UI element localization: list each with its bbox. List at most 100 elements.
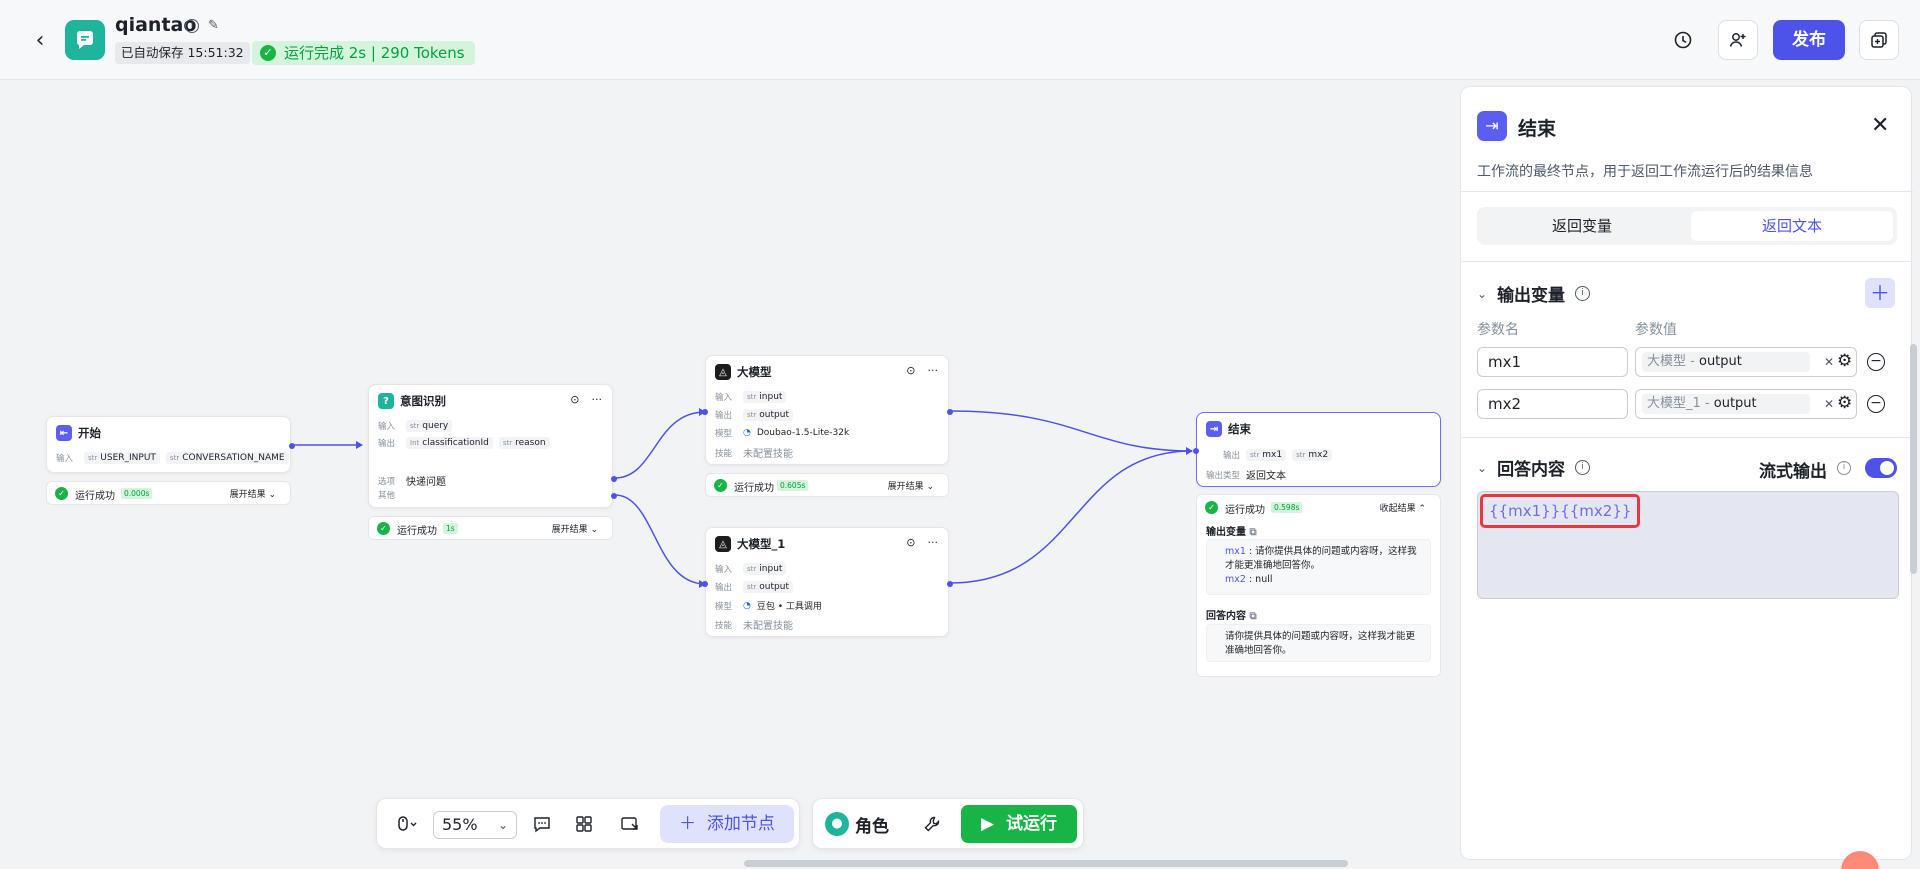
- expand-result-button[interactable]: 展开结果 ⌄: [887, 482, 934, 492]
- answer-section[interactable]: ⌄ 回答内容 i: [1477, 455, 1591, 480]
- node-tools: ⊙ ···: [906, 364, 938, 377]
- param-value-input[interactable]: 大模型_1 - output ✕: [1635, 389, 1857, 419]
- model-icon: ◔: [743, 600, 751, 611]
- duration-badge: 1s: [443, 523, 458, 534]
- duration-badge: 0.000s: [121, 488, 153, 499]
- remove-param-icon[interactable]: −: [1867, 395, 1885, 413]
- publish-button[interactable]: 发布: [1773, 20, 1845, 60]
- info-icon[interactable]: i: [185, 19, 199, 33]
- horizontal-scrollbar[interactable]: [744, 860, 1348, 867]
- variable-ref-chip: 大模型 - output ✕: [1642, 352, 1834, 372]
- param-value-input[interactable]: 大模型 - output ✕: [1635, 347, 1857, 377]
- input-port[interactable]: [702, 409, 708, 415]
- node-llm-header: ◬ 大模型: [715, 364, 772, 380]
- back-arrow-icon[interactable]: ‹: [35, 27, 45, 53]
- more-icon[interactable]: ···: [927, 536, 939, 549]
- node-title: 大模型_1: [737, 537, 786, 551]
- remove-param-icon[interactable]: −: [1867, 353, 1885, 371]
- output-vars-section[interactable]: ⌄ 输出变量 i: [1477, 281, 1591, 306]
- zoom-select[interactable]: 55% ⌄: [433, 811, 517, 839]
- try-run-button[interactable]: ▶ 试运行: [961, 805, 1077, 843]
- collapse-result-button[interactable]: 收起结果 ⌃: [1379, 504, 1426, 514]
- stream-output-toggle[interactable]: [1865, 458, 1897, 478]
- more-icon[interactable]: ···: [927, 364, 939, 377]
- other-port[interactable]: [611, 493, 617, 499]
- input-port[interactable]: [702, 581, 708, 587]
- layout-grid-icon[interactable]: [567, 809, 601, 839]
- clear-icon[interactable]: ✕: [1823, 355, 1834, 369]
- close-icon[interactable]: ✕: [1871, 113, 1890, 138]
- edit-icon[interactable]: ✎: [208, 18, 219, 33]
- app-name: qiantao: [115, 14, 197, 36]
- settings-gear-icon[interactable]: ⚙: [1837, 351, 1853, 371]
- run-node-icon[interactable]: ⊙: [570, 393, 580, 406]
- add-variable-button[interactable]: ＋: [1865, 278, 1895, 308]
- status-text: 运行成功: [397, 526, 437, 537]
- node-end-result: ✓ 运行成功 0.598s 收起结果 ⌃ 输出变量 ⧉ mx1 : 请你提供具体…: [1196, 494, 1441, 677]
- param-name-input[interactable]: mx2: [1477, 389, 1628, 419]
- expand-result-button[interactable]: 展开结果 ⌄: [229, 490, 276, 500]
- clear-icon[interactable]: ✕: [1823, 397, 1834, 411]
- tab-return-text[interactable]: 返回文本: [1691, 211, 1893, 241]
- wrench-icon[interactable]: [917, 809, 947, 839]
- tab-return-variables[interactable]: 返回变量: [1551, 217, 1612, 235]
- output-port[interactable]: [947, 581, 953, 587]
- copy-icon[interactable]: [1859, 20, 1899, 60]
- info-icon[interactable]: i: [1575, 460, 1591, 475]
- divider: [1461, 261, 1913, 262]
- intent-icon: ?: [378, 393, 394, 409]
- settings-gear-icon[interactable]: ⚙: [1837, 393, 1853, 413]
- node-model-row: 模型 ◔ 豆包 • 工具调用: [715, 600, 822, 613]
- comment-icon[interactable]: [525, 809, 559, 839]
- node-other-row: 其他: [378, 491, 396, 501]
- param-name-input[interactable]: mx1: [1477, 347, 1628, 377]
- role-button[interactable]: ● 角色: [825, 809, 889, 839]
- assistant-avatar[interactable]: [1841, 851, 1879, 869]
- info-icon[interactable]: i: [1837, 461, 1851, 475]
- collaborator-icon[interactable]: [1718, 20, 1758, 60]
- end-icon: ⇥: [1477, 111, 1507, 141]
- result-answer-box: 请你提供具体的问题或内容呀，这样我才能更准确地回答你。: [1206, 624, 1431, 662]
- run-node-icon[interactable]: ⊙: [906, 536, 916, 549]
- minimap-icon[interactable]: [613, 809, 647, 839]
- run-node-icon[interactable]: ⊙: [906, 364, 916, 377]
- mouse-mode-icon[interactable]: [387, 809, 427, 839]
- chevron-down-icon: ⌄: [497, 818, 508, 832]
- end-icon: ⇥: [1206, 421, 1222, 437]
- input-port[interactable]: [1193, 448, 1199, 454]
- option-port[interactable]: [611, 476, 617, 482]
- template-text: {{mx1}}{{mx2}}: [1480, 494, 1641, 528]
- start-icon: ⇤: [56, 425, 72, 441]
- output-port[interactable]: [947, 409, 953, 415]
- add-node-button[interactable]: ＋ 添加节点: [660, 805, 794, 843]
- node-intent-header: ? 意图识别: [378, 393, 446, 409]
- output-port[interactable]: [289, 443, 295, 449]
- history-icon[interactable]: [1663, 20, 1703, 60]
- node-llm-1-header: ◬ 大模型_1: [715, 536, 785, 552]
- variable-ref-chip: 大模型_1 - output ✕: [1642, 394, 1834, 414]
- input-label: 输入: [56, 454, 74, 464]
- expand-result-button[interactable]: 展开结果 ⌄: [551, 525, 598, 535]
- answer-template-editor[interactable]: {{mx1}}{{mx2}}: [1477, 491, 1899, 599]
- more-icon[interactable]: ···: [591, 393, 603, 406]
- vertical-scrollbar[interactable]: [1910, 344, 1917, 574]
- stream-output-label: 流式输出: [1759, 462, 1827, 482]
- info-icon[interactable]: i: [1575, 286, 1591, 301]
- check-circle-icon: ✓: [260, 45, 276, 61]
- run-status-tag: ✓ 运行完成 2s | 290 Tokens: [252, 41, 475, 65]
